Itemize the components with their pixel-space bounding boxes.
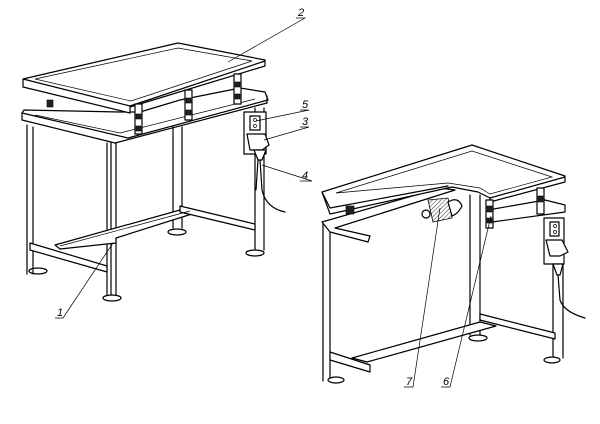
right-table (321, 144, 586, 384)
callout-labels: 1 2 3 4 5 6 7 (57, 7, 450, 388)
callout-3: 3 (302, 116, 309, 128)
callout-5: 5 (302, 99, 309, 111)
left-socket-box (243, 111, 286, 213)
left-table-tray (22, 42, 266, 135)
callout-2: 2 (297, 7, 304, 19)
callout-7: 7 (406, 376, 413, 388)
callout-1: 1 (57, 307, 63, 319)
right-table-tray (321, 144, 566, 229)
left-table (21, 42, 286, 302)
callout-6: 6 (443, 376, 450, 388)
left-table-frame (21, 87, 269, 302)
right-table-frame (321, 187, 566, 384)
callout-4: 4 (302, 170, 308, 182)
right-socket-box (543, 217, 586, 319)
leader-lines (55, 17, 492, 388)
